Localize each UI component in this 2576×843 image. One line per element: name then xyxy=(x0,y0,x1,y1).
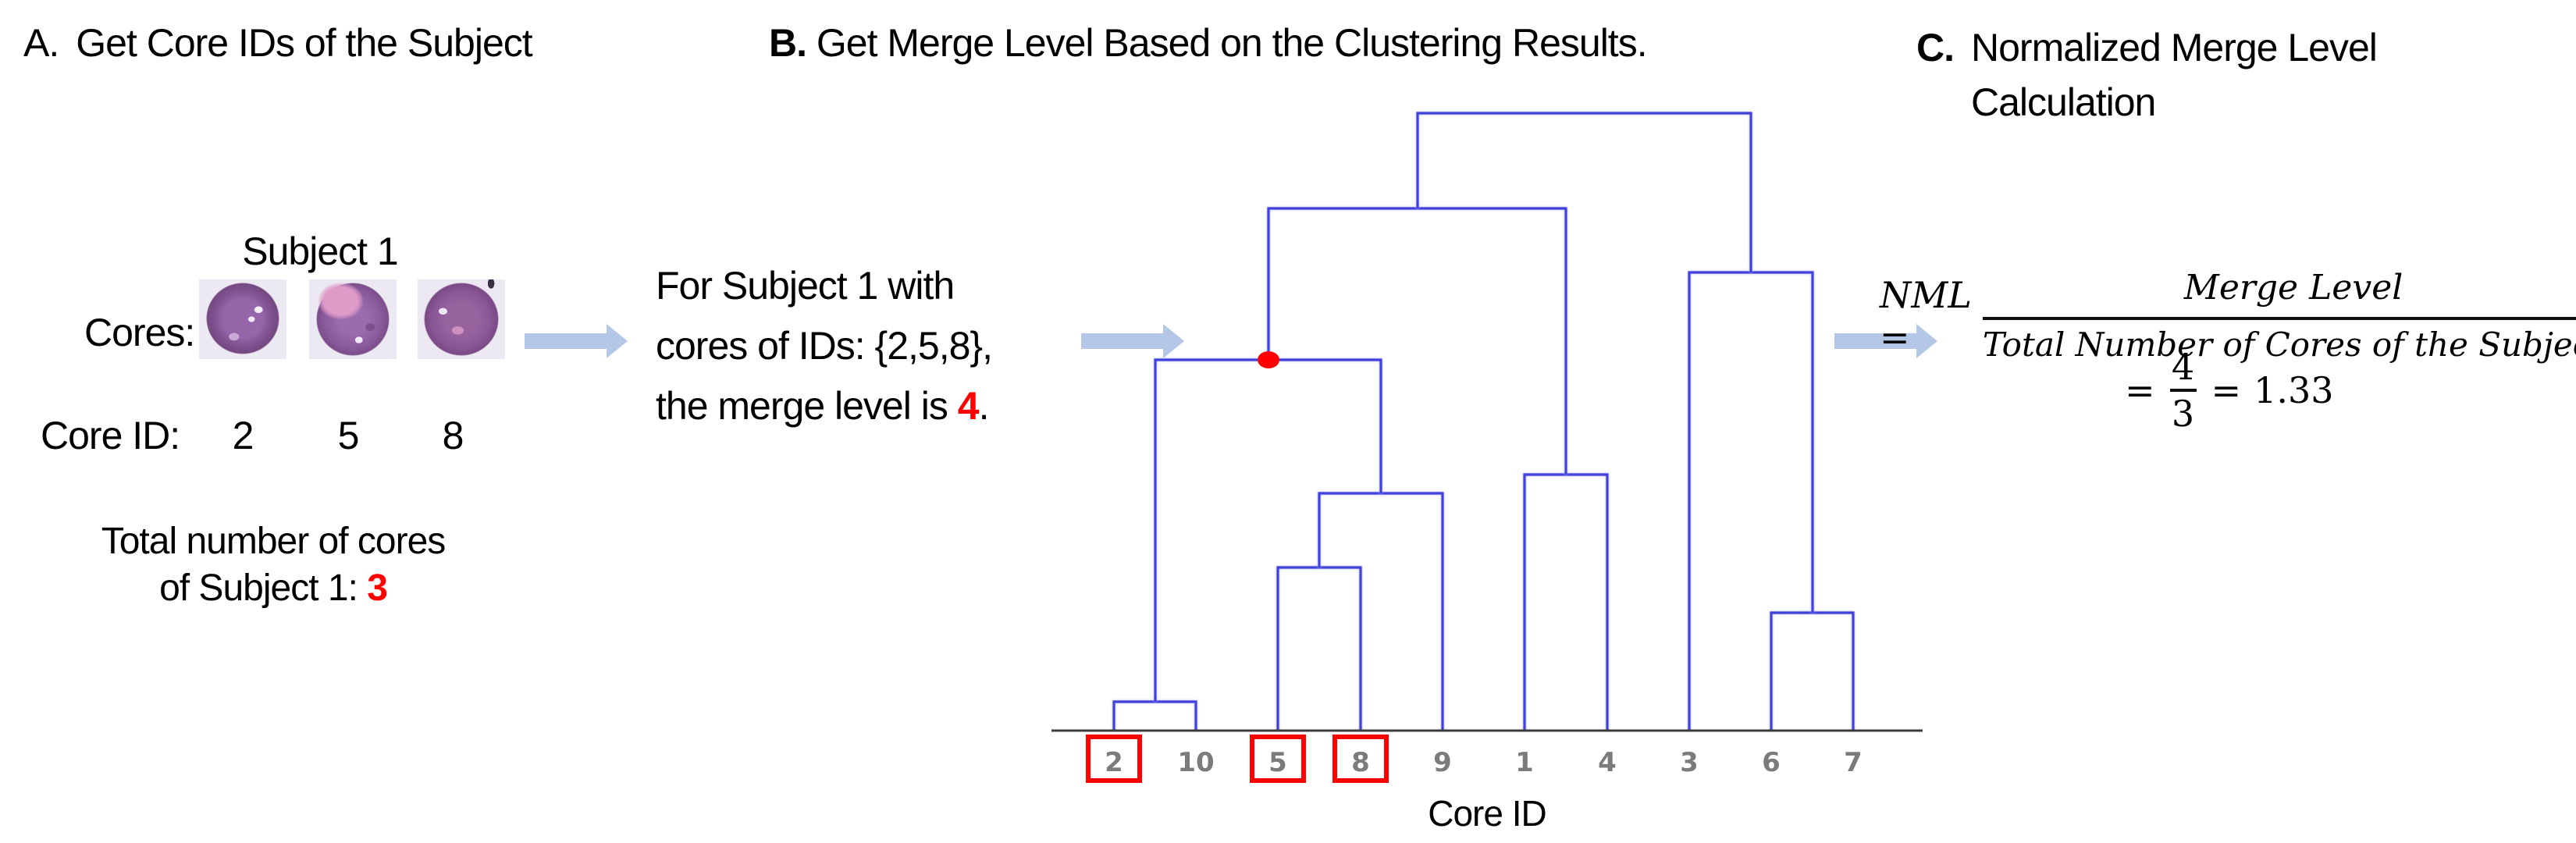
leaf-label: 8 xyxy=(1351,747,1370,778)
panel-b-title: B. Get Merge Level Based on the Clusteri… xyxy=(769,20,1648,66)
leaf-highlight-box xyxy=(1250,735,1306,783)
result-denominator: 3 xyxy=(2171,393,2195,435)
core-id-value-8: 8 xyxy=(442,414,464,457)
leaf-label: 9 xyxy=(1433,747,1452,778)
tissue-core-image-2 xyxy=(199,279,286,359)
dendrogram-link xyxy=(1276,566,1362,731)
panel-b-title-text: Get Merge Level Based on the Clustering … xyxy=(806,21,1648,65)
leaf-label: 1 xyxy=(1515,747,1534,778)
total-cores-text: Total number of cores of Subject 1: 3 xyxy=(31,518,515,612)
result-numerator: 4 xyxy=(2171,346,2195,388)
dendrogram-link xyxy=(1154,358,1382,702)
leaf-label: 3 xyxy=(1680,747,1699,778)
equals-sign: = xyxy=(2125,369,2155,411)
fraction-bar xyxy=(1982,317,2576,320)
dendrogram-link xyxy=(1523,473,1609,731)
flow-arrow-icon-c xyxy=(1834,324,1937,358)
nml-result: = 4 3 = 1.33 xyxy=(2125,347,2334,434)
note-line3: the merge level is xyxy=(656,384,958,428)
formula-numerator: Merge Level xyxy=(2183,268,2403,308)
core-id-label: Core ID: xyxy=(41,414,180,457)
cores-label: Cores: xyxy=(84,311,195,354)
formula-denominator: Total Number of Cores of the Subject xyxy=(1982,325,2576,364)
dendrogram-link xyxy=(1112,700,1197,731)
leaf-label: 5 xyxy=(1268,747,1287,778)
tissue-core-image-8 xyxy=(418,279,505,359)
flow-arrow-icon-b xyxy=(1081,324,1184,358)
note-line1: For Subject 1 with xyxy=(656,264,955,308)
leaf-label: 10 xyxy=(1177,747,1214,778)
total-cores-count: 3 xyxy=(367,567,388,609)
panel-c-title-line2: Calculation xyxy=(1971,80,2156,124)
panel-a-title-text: Get Core IDs of the Subject xyxy=(76,21,532,65)
nml-formula: NML = Merge Level Total Number of Cores … xyxy=(1880,264,2576,368)
result-fraction-bar xyxy=(2169,389,2197,392)
leaf-label: 4 xyxy=(1598,747,1617,778)
leaf-highlight-box xyxy=(1086,735,1142,783)
leaf-highlight-box xyxy=(1332,735,1389,783)
tissue-core-blob xyxy=(309,279,397,359)
tissue-core-blob xyxy=(418,279,505,359)
merge-level-note: For Subject 1 with cores of IDs: {2,5,8}… xyxy=(656,256,993,436)
panel-c-title: C.Normalized Merge Level C.Calculation xyxy=(1916,20,2378,130)
panel-c-title-line1: Normalized Merge Level xyxy=(1971,26,2378,69)
leaf-label: 6 xyxy=(1762,747,1781,778)
note-line3-suffix: . xyxy=(978,384,990,428)
leaf-label: 7 xyxy=(1844,747,1863,778)
core-id-value-2: 2 xyxy=(232,414,254,457)
panel-a-title-prefix: A. xyxy=(23,21,59,65)
tissue-core-image-5 xyxy=(309,279,397,359)
dendrogram-link xyxy=(1267,207,1567,475)
result-fraction: 4 3 xyxy=(2168,347,2199,434)
formula-fraction: Merge Level Total Number of Cores of the… xyxy=(1982,264,2576,368)
panel-a-title: A. Get Core IDs of the Subject xyxy=(23,20,533,66)
subject-label: Subject 1 xyxy=(242,229,398,273)
dendrogram-link xyxy=(1416,112,1752,272)
dendrogram-link xyxy=(1770,611,1855,731)
total-cores-line1: Total number of cores xyxy=(101,521,447,562)
dendrogram-x-axis-title: Core ID xyxy=(1428,793,1546,834)
result-value: 1.33 xyxy=(2254,369,2334,411)
merge-point-dot xyxy=(1258,351,1279,368)
leaf-label: 2 xyxy=(1105,747,1123,778)
core-id-value-5: 5 xyxy=(337,414,360,457)
dendrogram-link xyxy=(1318,492,1444,731)
dendrogram-link xyxy=(1688,271,1814,731)
formula-lhs: NML = xyxy=(1880,274,1972,358)
note-line2: cores of IDs: {2,5,8}, xyxy=(656,324,993,368)
panel-b-title-prefix: B. xyxy=(769,21,807,65)
equals-sign: = xyxy=(2211,369,2242,411)
tissue-core-blob xyxy=(199,279,286,359)
merge-level-value: 4 xyxy=(957,384,980,428)
flow-arrow-icon-a xyxy=(525,324,628,358)
total-cores-line2: of Subject 1: xyxy=(159,567,368,609)
panel-c-title-prefix: C. xyxy=(1916,26,1955,69)
